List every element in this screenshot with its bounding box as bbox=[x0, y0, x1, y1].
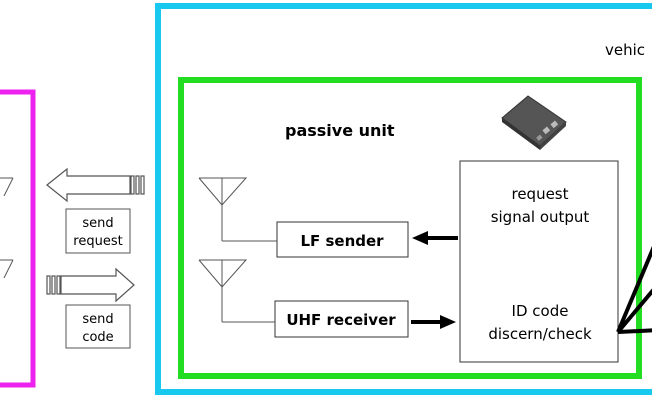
controller-text-id-code: ID code bbox=[512, 302, 569, 320]
key-unit-box bbox=[0, 89, 36, 388]
key-antenna-icon bbox=[0, 177, 14, 279]
lf-sender-block bbox=[276, 221, 409, 258]
controller-block bbox=[459, 160, 619, 363]
controller-text-signal-output: signal output bbox=[491, 208, 590, 226]
uhf-receiver-label: UHF receiver bbox=[286, 311, 396, 329]
passive-unit-label: passive unit bbox=[285, 121, 395, 140]
send-request-arrow bbox=[46, 167, 145, 203]
lf-antenna-icon bbox=[198, 177, 277, 242]
lf-sender-label: LF sender bbox=[300, 232, 384, 250]
vehicle-label: vehic bbox=[605, 41, 645, 59]
uhf-antenna-icon bbox=[198, 259, 275, 323]
vehicle-box bbox=[155, 3, 652, 395]
send-request-text-line2: request bbox=[73, 234, 122, 249]
arrow-to-controller bbox=[411, 315, 456, 329]
send-code-text-line1: send bbox=[82, 312, 113, 327]
passive-unit-box bbox=[178, 77, 642, 379]
controller-output-lines bbox=[616, 245, 652, 334]
send-code-arrow bbox=[46, 267, 135, 303]
uhf-receiver-block bbox=[274, 300, 409, 338]
send-request-label-box bbox=[65, 208, 131, 254]
arrow-to-lf-sender bbox=[412, 231, 458, 245]
send-code-text-line2: code bbox=[82, 330, 113, 345]
send-code-label-box bbox=[65, 304, 131, 349]
send-request-text-line1: send bbox=[82, 216, 113, 231]
controller-text-request: request bbox=[511, 185, 568, 203]
controller-text-discern-check: discern/check bbox=[488, 325, 592, 343]
key-fob-icon bbox=[501, 95, 567, 150]
